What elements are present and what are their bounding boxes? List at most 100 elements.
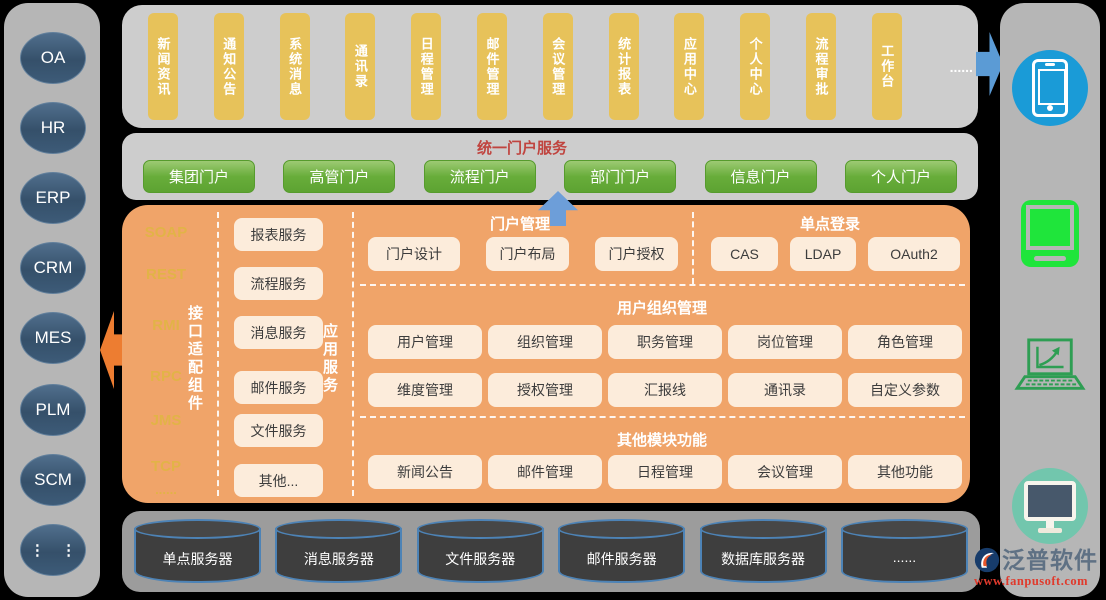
portal-mgmt-title: 门户管理 [489,216,550,233]
app-tile-label: 工作台 [879,44,895,89]
btn-mail-mgmt[interactable]: 邮件管理 [488,455,602,489]
app-tile-mail[interactable]: 邮件管理 [476,13,507,120]
portal-btn-process[interactable]: 流程门户 [423,160,536,193]
monitor-icon [1012,468,1088,544]
adapter-components-label: 接口适配组件 [186,305,203,413]
btn-authorize-mgmt[interactable]: 授权管理 [488,373,602,407]
monitor-screen [1024,481,1076,521]
system-oval-plm[interactable]: PLM [20,384,86,436]
btn-custom-params[interactable]: 自定义参数 [848,373,962,407]
btn-schedule-mgmt[interactable]: 日程管理 [608,455,722,489]
btn-user-mgmt[interactable]: 用户管理 [368,325,482,359]
logo-icon [974,547,1000,573]
logo-name: 泛普软件 [1002,547,1098,573]
app-tile-label: 新闻资讯 [155,36,171,97]
system-oval-scm[interactable]: SCM [20,454,86,506]
middleware-panel: SOAP REST RMI RPC JMS TCP ...... 接口适配组件 … [122,205,970,503]
app-modules-bar: 新闻资讯 通知公告 系统消息 通讯录 日程管理 邮件管理 会议管理 统计报表 应… [122,5,978,128]
monitor-base [1038,528,1062,533]
divider [360,416,965,418]
phone-speaker [1045,63,1055,66]
btn-portal-layout[interactable]: 门户布局 [486,237,569,271]
phone-screen [1038,69,1066,105]
system-label: SCM [34,470,72,489]
tablet-screen [1026,205,1074,250]
service-btn-mail[interactable]: 邮件服务 [234,371,323,404]
system-label: PLM [35,400,71,419]
app-tile-label: 个人中心 [747,36,763,97]
app-tile-meeting[interactable]: 会议管理 [542,13,573,120]
btn-dimension-mgmt[interactable]: 维度管理 [368,373,482,407]
app-tile-news[interactable]: 新闻资讯 [148,13,178,120]
btn-duty-mgmt[interactable]: 职务管理 [608,325,722,359]
protocol-rmi: RMI [152,317,180,334]
server-file: 文件服务器 [416,519,544,585]
database-cylinder-icon [840,519,968,539]
protocol-rpc: RPC [150,368,182,385]
server-label: 单点服务器 [162,551,233,567]
system-oval-crm[interactable]: CRM [20,242,86,294]
right-arrow-icon [976,32,1003,96]
portal-buttons-row: 集团门户 高管门户 流程门户 部门门户 信息门户 个人门户 [143,160,957,193]
btn-report-line[interactable]: 汇报线 [608,373,722,407]
logo-url: www.fanpusoft.com [974,574,1089,588]
portal-btn-info[interactable]: 信息门户 [704,160,817,193]
service-btn-other[interactable]: 其他... [234,464,323,497]
app-tile-schedule[interactable]: 日程管理 [411,13,442,120]
btn-portal-auth[interactable]: 门户授权 [595,237,678,271]
server-sso: 单点服务器 [134,519,261,585]
system-oval-hr[interactable]: HR [20,102,86,154]
system-oval-more[interactable]: ⋮ ⋮ [20,524,86,576]
portal-btn-department[interactable]: 部门门户 [564,160,677,193]
portal-services-bar: 统一门户服务 集团门户 高管门户 流程门户 部门门户 信息门户 个人门户 [122,133,978,200]
portal-btn-executive[interactable]: 高管门户 [283,160,396,193]
app-tile-personal[interactable]: 个人中心 [740,13,771,120]
user-org-row-2: 维度管理 授权管理 汇报线 通讯录 自定义参数 [368,373,962,407]
divider [217,212,219,496]
phone-home-button [1047,105,1053,111]
app-tile-sysmsg[interactable]: 系统消息 [279,13,310,120]
system-oval-erp[interactable]: ERP [20,172,86,224]
service-btn-process[interactable]: 流程服务 [234,267,323,300]
service-btn-report[interactable]: 报表服务 [234,218,323,251]
app-tile-contacts[interactable]: 通讯录 [345,13,376,120]
left-systems-sidebar: OA HR ERP CRM MES PLM SCM ⋮ ⋮ [4,3,100,597]
btn-position-mgmt[interactable]: 岗位管理 [728,325,842,359]
system-oval-mes[interactable]: MES [20,312,86,364]
btn-ldap[interactable]: LDAP [790,237,856,271]
btn-cas[interactable]: CAS [711,237,778,271]
server-label: 消息服务器 [303,551,374,567]
portal-btn-group[interactable]: 集团门户 [143,160,255,193]
app-tile-report[interactable]: 统计报表 [608,13,639,120]
app-tile-workflow[interactable]: 流程审批 [805,13,836,120]
vendor-logo: 泛普软件 www.fanpusoft.com [974,547,1106,589]
server-label: 数据库服务器 [721,551,806,567]
sso-row: CAS LDAP OAuth2 [711,237,960,271]
user-org-row-1: 用户管理 组织管理 职务管理 岗位管理 角色管理 [368,325,962,359]
btn-news-notice[interactable]: 新闻公告 [368,455,482,489]
app-tile-notice[interactable]: 通知公告 [213,13,244,120]
app-tile-label: 会议管理 [550,36,566,97]
btn-meeting-mgmt[interactable]: 会议管理 [728,455,842,489]
portal-bar-title: 统一门户服务 [476,140,567,157]
user-org-title: 用户组织管理 [616,300,707,317]
app-tile-workbench[interactable]: 工作台 [871,13,902,120]
app-tile-appcenter[interactable]: 应用中心 [674,13,705,120]
servers-bar: 单点服务器 消息服务器 文件服务器 邮件服务器 数据库服务器 ...... [122,511,980,592]
sso-title: 单点登录 [799,216,860,233]
btn-role-mgmt[interactable]: 角色管理 [848,325,962,359]
service-btn-message[interactable]: 消息服务 [234,316,323,349]
service-btn-file[interactable]: 文件服务 [234,414,323,447]
app-tile-label: 通讯录 [352,44,368,89]
system-oval-oa[interactable]: OA [20,32,86,84]
portal-btn-personal[interactable]: 个人门户 [844,160,957,193]
btn-org-mgmt[interactable]: 组织管理 [488,325,602,359]
database-cylinder-icon [134,519,261,539]
btn-oauth2[interactable]: OAuth2 [868,237,960,271]
monitor-stand [1046,521,1054,528]
btn-address-book[interactable]: 通讯录 [728,373,842,407]
app-tile-label: 系统消息 [287,36,303,97]
app-services-label: 应用服务 [321,323,338,395]
btn-portal-design[interactable]: 门户设计 [368,237,460,271]
btn-other-features[interactable]: 其他功能 [848,455,962,489]
